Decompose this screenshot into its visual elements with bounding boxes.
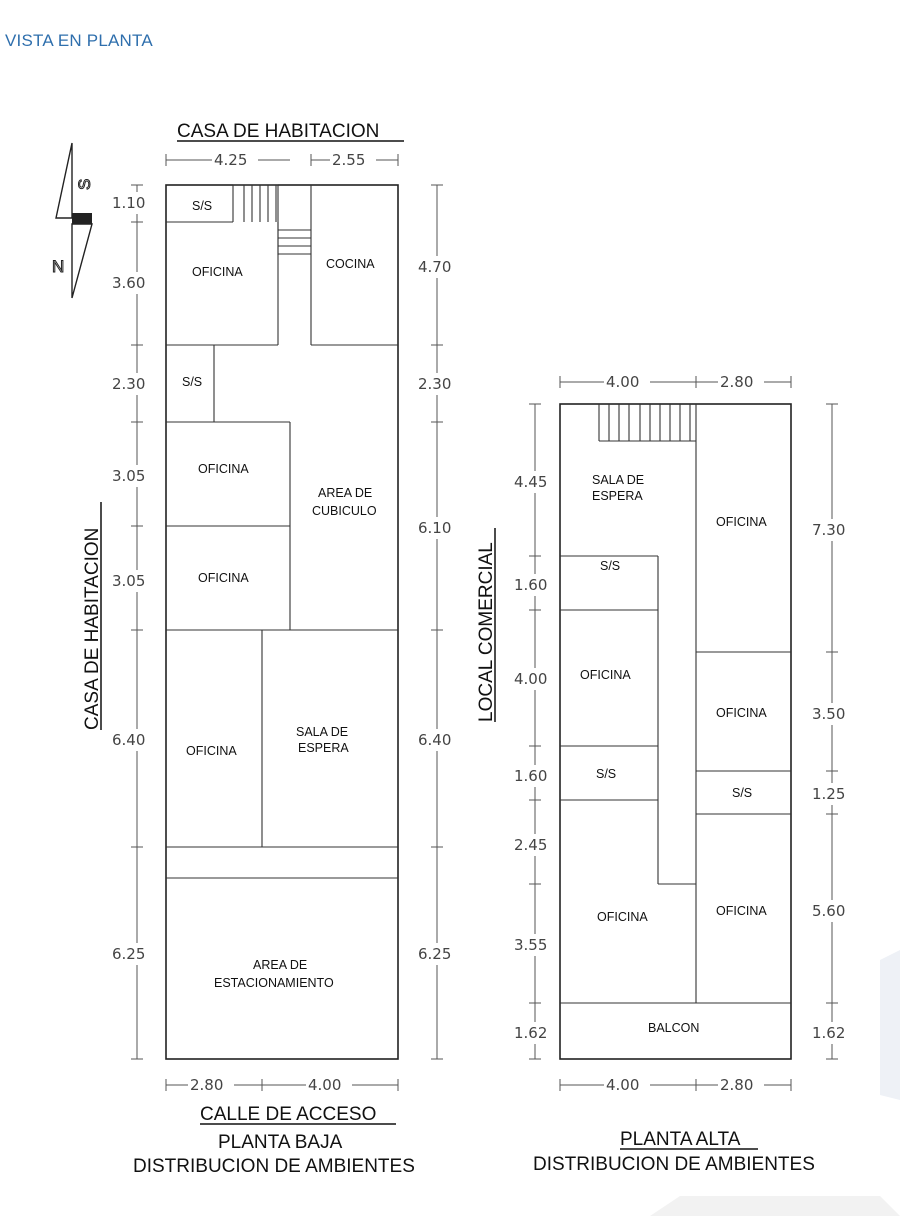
dimension-value: 6.10 — [418, 519, 451, 537]
dimension-value: 1.25 — [812, 785, 845, 803]
room-label-oficina: OFICINA — [716, 904, 767, 918]
stairs-ground-floor — [233, 184, 311, 255]
dimension-value: 3.50 — [812, 705, 845, 723]
dimension-value: 6.25 — [418, 945, 451, 963]
room-label-area-de-cubiculo: CUBICULO — [312, 504, 377, 518]
dimension-value: 4.70 — [418, 258, 451, 276]
left-dimension-line: 4.45 1.60 4.00 1.60 2.45 3.55 1.62 — [510, 403, 556, 1060]
decorative-background-shape — [880, 950, 900, 1100]
top-neighbor-label: CASA DE HABITACION — [177, 121, 379, 142]
dimension-value: 4.00 — [308, 1076, 341, 1094]
room-label-area-de-estacionamiento: ESTACIONAMIENTO — [214, 976, 334, 990]
right-dimension-line: 4.70 2.30 6.10 6.40 6.25 — [414, 184, 460, 1060]
stairs-upper-floor — [598, 404, 696, 442]
page-heading: VISTA EN PLANTA — [5, 31, 153, 50]
dimension-value: 2.30 — [418, 375, 451, 393]
room-label-balcon: BALCON — [648, 1021, 699, 1035]
dimension-value: 3.05 — [112, 467, 145, 485]
upper-floor-title: PLANTA ALTA — [620, 1129, 741, 1150]
compass-icon: S N — [52, 142, 95, 299]
room-label-cocina: COCINA — [326, 257, 375, 271]
dimension-value: 1.60 — [514, 767, 547, 785]
room-label-oficina: OFICINA — [580, 668, 631, 682]
dimension-value: 7.30 — [812, 521, 845, 539]
top-dimension-line: 4.00 2.80 — [559, 373, 792, 391]
top-dimension-line: 4.25 2.55 — [165, 151, 399, 169]
bottom-dimension-line: 2.80 4.00 — [165, 1076, 399, 1094]
room-label-oficina: OFICINA — [192, 265, 243, 279]
room-label-ss: S/S — [596, 767, 616, 781]
dimension-value: 1.62 — [514, 1024, 547, 1042]
ground-floor-outline — [165, 184, 399, 1060]
room-label-area-de-estacionamiento: AREA DE — [253, 958, 307, 972]
ground-floor-plan: S/S OFICINA COCINA S/S OFICINA AREA DE C… — [82, 121, 497, 1177]
room-label-sala-de-espera: ESPERA — [592, 489, 643, 503]
dimension-value: 4.25 — [214, 151, 247, 169]
dimension-value: 2.30 — [112, 375, 145, 393]
left-neighbor-label: CASA DE HABITACION — [82, 528, 103, 730]
dimension-value: 2.55 — [332, 151, 365, 169]
dimension-value: 2.45 — [514, 836, 547, 854]
dimension-value: 3.60 — [112, 274, 145, 292]
room-label-sala-de-espera: ESPERA — [298, 741, 349, 755]
room-label-area-de-cubiculo: AREA DE — [318, 486, 372, 500]
dimension-value: 4.00 — [514, 670, 547, 688]
room-label-ss: S/S — [732, 786, 752, 800]
dimension-value: 1.10 — [112, 194, 145, 212]
room-label-ss: S/S — [600, 559, 620, 573]
room-label-oficina: OFICINA — [716, 515, 767, 529]
upper-floor-outline — [559, 403, 792, 1060]
dimension-value: 2.80 — [190, 1076, 223, 1094]
room-label-ss: S/S — [182, 375, 202, 389]
room-label-oficina: OFICINA — [716, 706, 767, 720]
dimension-value: 4.00 — [606, 1076, 639, 1094]
room-label-sala-de-espera: SALA DE — [592, 473, 644, 487]
ground-floor-title: PLANTA BAJA — [218, 1132, 343, 1153]
dimension-value: 3.55 — [514, 936, 547, 954]
decorative-background-shape-bottom — [650, 1196, 900, 1216]
dimension-value: 6.25 — [112, 945, 145, 963]
dimension-value: 4.00 — [606, 373, 639, 391]
room-label-oficina: OFICINA — [198, 462, 249, 476]
dimension-value: 1.60 — [514, 576, 547, 594]
street-label: CALLE DE ACCESO — [200, 1104, 376, 1125]
dimension-value: 4.45 — [514, 473, 547, 491]
room-label-ss: S/S — [192, 199, 212, 213]
room-label-sala-de-espera: SALA DE — [296, 725, 348, 739]
ground-floor-subtitle: DISTRIBUCION DE AMBIENTES — [133, 1156, 415, 1177]
dimension-value: 5.60 — [812, 902, 845, 920]
dimension-value: 3.05 — [112, 572, 145, 590]
dimension-value: 6.40 — [112, 731, 145, 749]
left-dimension-line: 1.10 3.60 2.30 3.05 3.05 6.40 6.25 — [108, 184, 145, 1060]
dimension-value: 2.80 — [720, 1076, 753, 1094]
compass-south-letter: S — [75, 179, 94, 190]
upper-floor-subtitle: DISTRIBUCION DE AMBIENTES — [533, 1154, 815, 1175]
compass-north-letter: N — [52, 257, 64, 276]
room-label-oficina: OFICINA — [186, 744, 237, 758]
right-neighbor-label: LOCAL COMERCIAL — [476, 542, 497, 722]
dimension-value: 2.80 — [720, 373, 753, 391]
room-label-oficina: OFICINA — [198, 571, 249, 585]
upper-floor-plan: SALA DE ESPERA OFICINA S/S OFICINA OFICI… — [510, 373, 856, 1175]
right-dimension-line: 7.30 3.50 1.25 5.60 1.62 — [808, 403, 856, 1060]
dimension-value: 1.62 — [812, 1024, 845, 1042]
dimension-value: 6.40 — [418, 731, 451, 749]
bottom-dimension-line: 4.00 2.80 — [559, 1076, 792, 1094]
room-label-oficina: OFICINA — [597, 910, 648, 924]
